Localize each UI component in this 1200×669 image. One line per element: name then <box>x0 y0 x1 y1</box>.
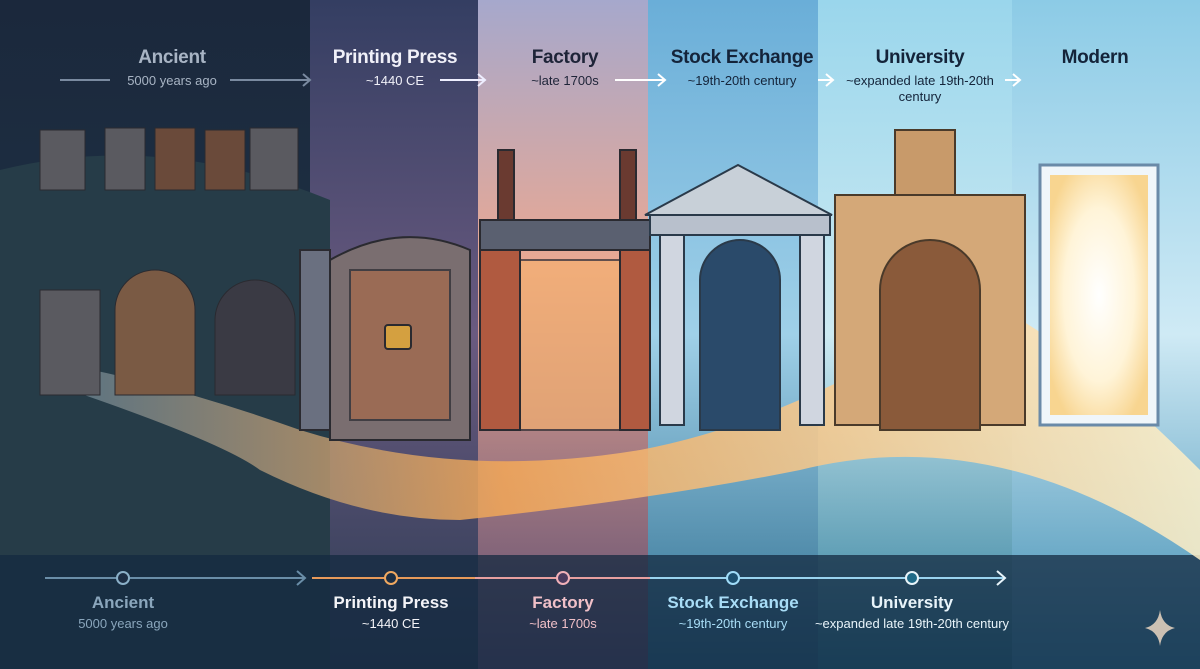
era-date: ~late 1700s <box>529 616 597 631</box>
timeline-node <box>726 571 740 585</box>
era-date: ~1440 CE <box>361 616 421 631</box>
top-era-factory: Factory ~late 1700s <box>531 47 599 89</box>
top-era-university: University ~expanded late 19th-20th cent… <box>845 47 995 105</box>
era-title: Stock Exchange <box>670 47 814 68</box>
top-era-stock-exchange: Stock Exchange ~19th-20th century <box>671 47 814 89</box>
bottom-era-ancient: Ancient 5000 years ago <box>78 593 168 631</box>
bottom-era-printing-press: Printing Press ~1440 CE <box>333 593 448 631</box>
top-era-modern: Modern <box>1062 47 1129 69</box>
era-title: Printing Press <box>332 47 458 68</box>
bottom-timeline-line <box>45 570 1007 586</box>
era-title: Printing Press <box>333 593 449 612</box>
era-date: ~expanded late 19th-20th century <box>846 73 994 104</box>
ancient-gates <box>39 127 299 396</box>
timeline-node <box>116 571 130 585</box>
era-date: ~1440 CE <box>365 73 425 88</box>
sparkle-icon <box>1145 610 1175 646</box>
era-title: Factory <box>531 47 599 68</box>
factory-gate <box>479 149 651 431</box>
era-title: Modern <box>1061 47 1129 68</box>
bottom-era-university: University ~expanded late 19th-20th cent… <box>815 593 1009 631</box>
era-title: Factory <box>532 593 594 612</box>
era-title: University <box>870 593 954 612</box>
bottom-band <box>0 555 1200 669</box>
university-building <box>834 129 1026 431</box>
bottom-era-stock-exchange: Stock Exchange ~19th-20th century <box>667 593 798 631</box>
modern-open-door <box>1038 163 1160 427</box>
era-date: ~expanded late 19th-20th century <box>814 616 1010 631</box>
top-era-ancient: Ancient 5000 years ago <box>127 47 217 89</box>
era-title: University <box>875 47 965 68</box>
era-title: Stock Exchange <box>667 593 799 612</box>
era-title: Ancient <box>138 47 206 68</box>
top-arrows <box>60 73 1022 87</box>
printing-press-gate <box>299 236 471 441</box>
timeline-node <box>905 571 919 585</box>
bottom-era-factory: Factory ~late 1700s <box>529 593 597 631</box>
stock-exchange-building <box>644 163 833 431</box>
era-title: Ancient <box>91 593 155 612</box>
top-era-printing-press: Printing Press ~1440 CE <box>333 47 458 89</box>
timeline-node <box>384 571 398 585</box>
era-date: 5000 years ago <box>127 73 217 88</box>
era-date: 5000 years ago <box>78 616 168 631</box>
era-date: ~19th-20th century <box>678 616 788 631</box>
era-date: ~late 1700s <box>531 73 599 88</box>
era-date: ~19th-20th century <box>687 73 797 88</box>
timeline-node <box>556 571 570 585</box>
